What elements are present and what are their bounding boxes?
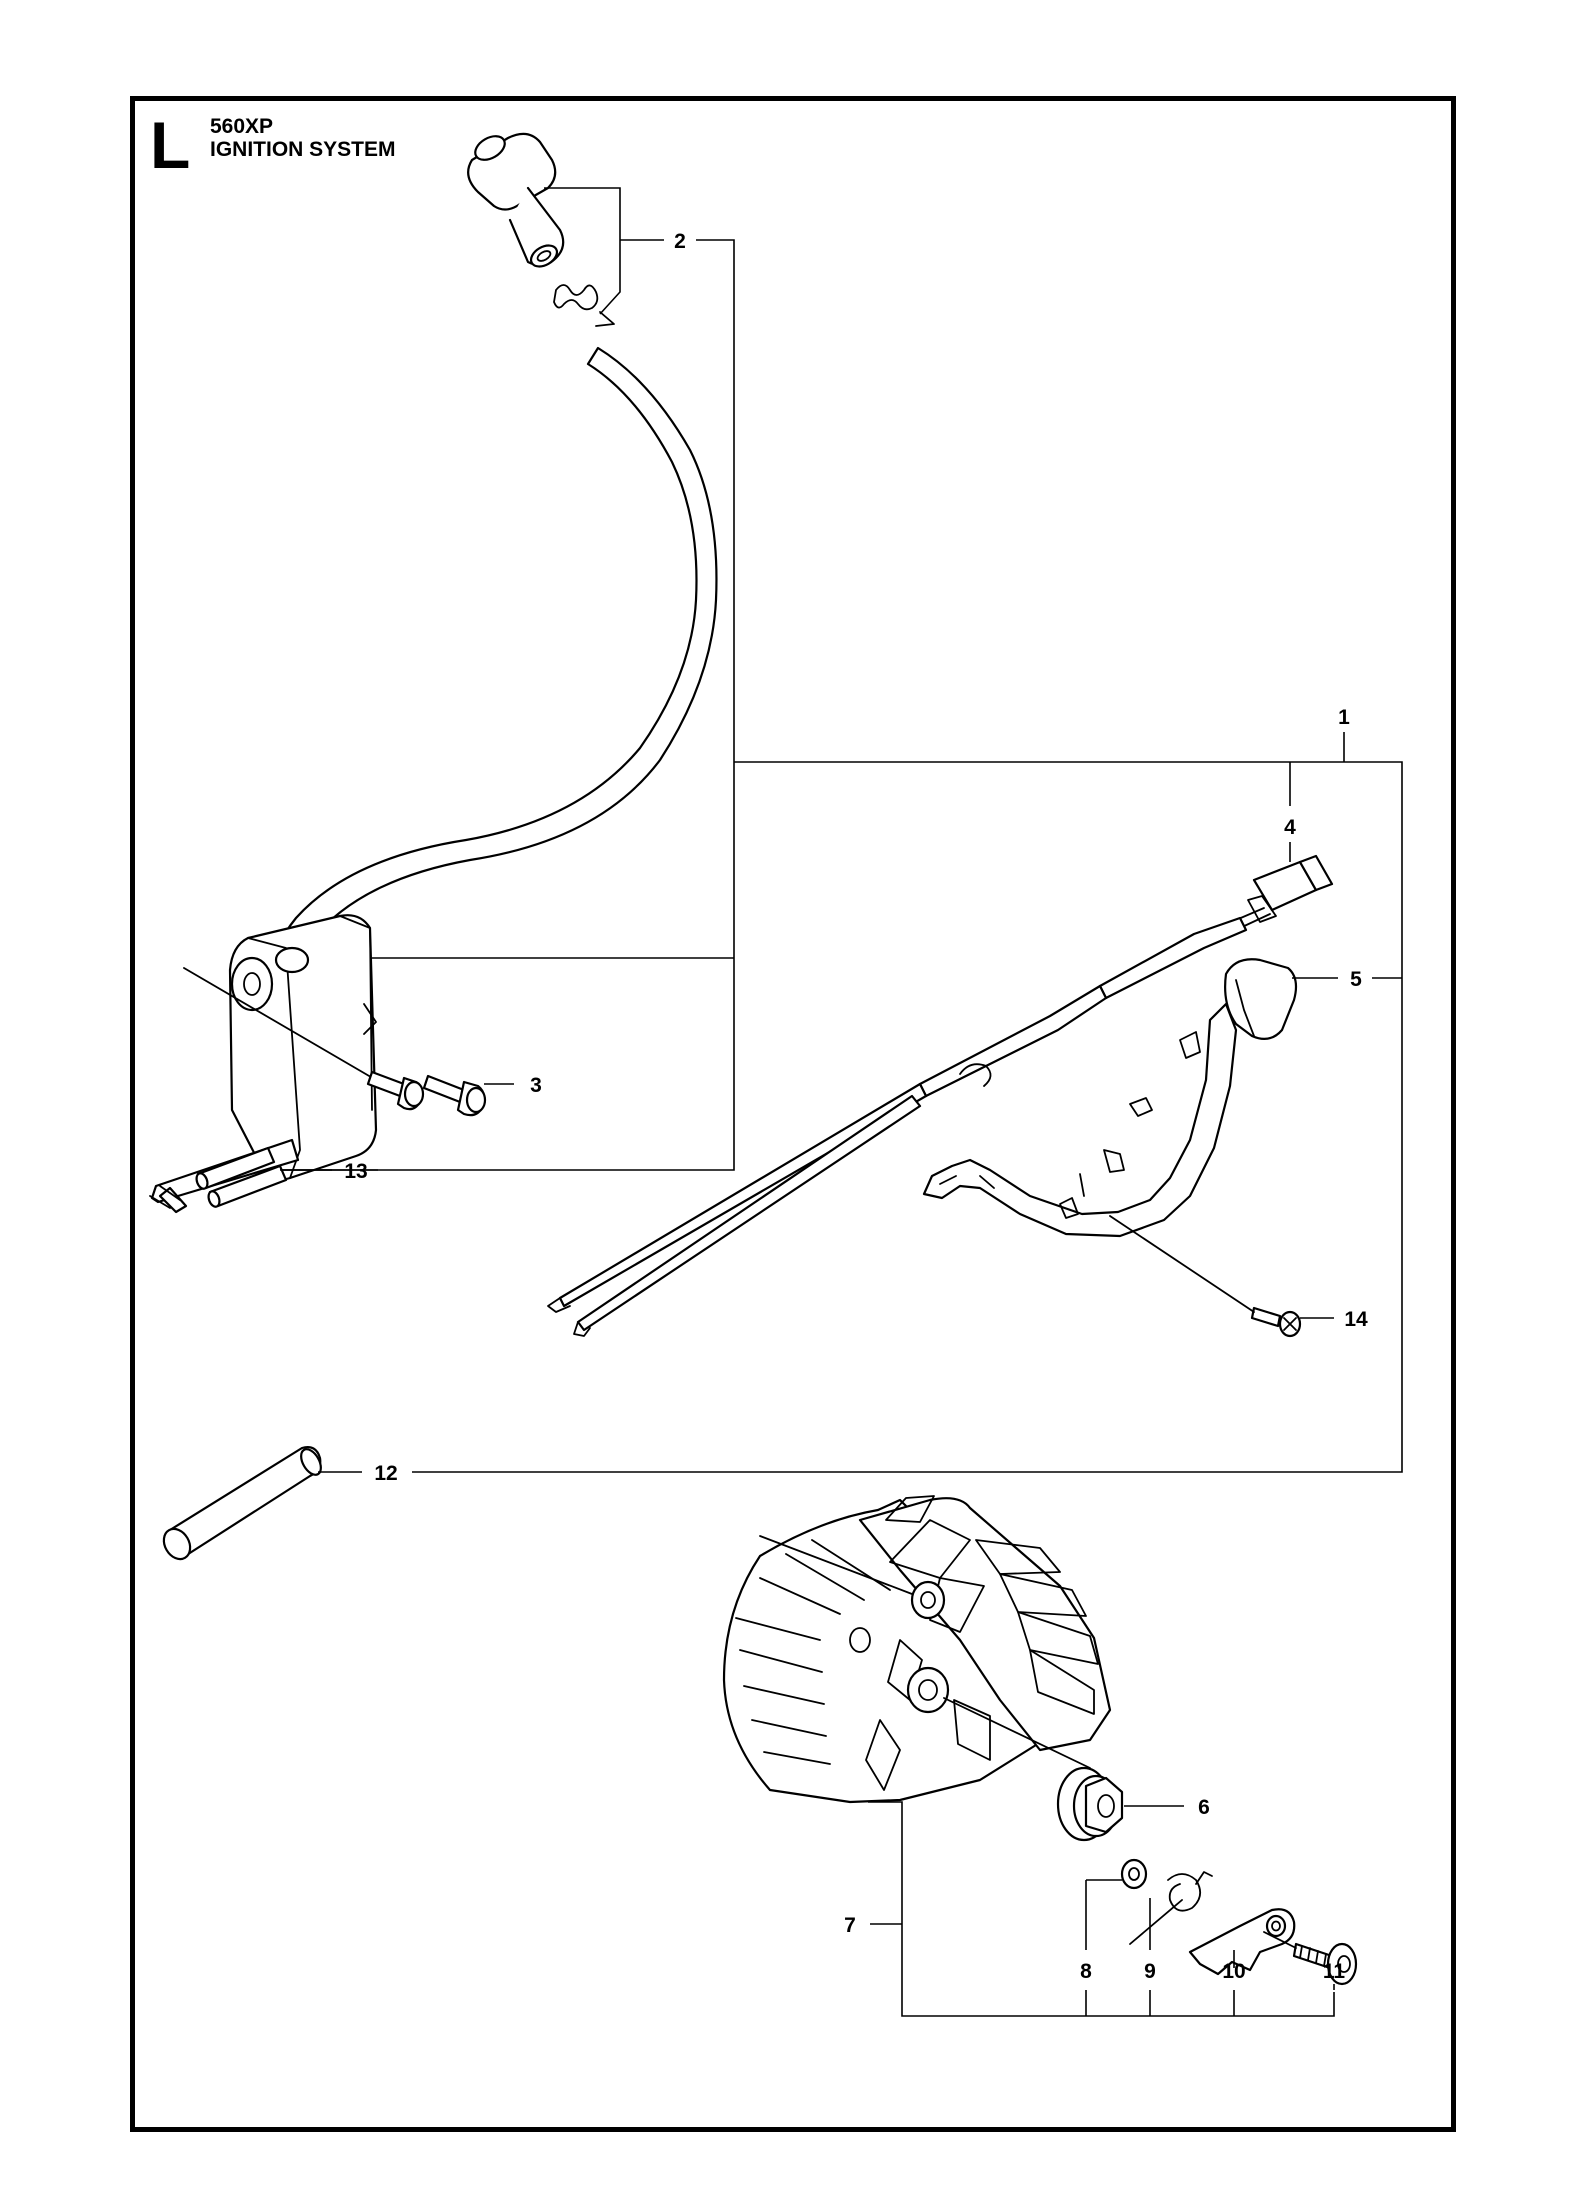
spark-plug-spring [553, 284, 615, 327]
ignition-ht-lead [271, 346, 718, 998]
callout-8: 8 [1080, 1960, 1092, 1983]
diagram-title: IGNITION SYSTEM [210, 138, 396, 161]
model-name: 560XP [210, 115, 274, 138]
insulation-sleeve [195, 1146, 288, 1208]
callout-11: 11 [1323, 1960, 1346, 1983]
pawl-spring [1129, 1871, 1213, 1945]
spark-plug-boot [467, 132, 565, 268]
section-letter: L [150, 108, 191, 182]
pawl-screw [1263, 1931, 1358, 1986]
callout-7: 7 [844, 1914, 856, 1937]
callout-5: 5 [1350, 968, 1362, 991]
washer [1120, 1858, 1148, 1890]
bracket-screw [1109, 1215, 1302, 1338]
module-screw [366, 1070, 425, 1111]
flywheel [722, 1495, 1112, 1804]
stop-switch-wire [922, 958, 1298, 1238]
callout-3: 3 [530, 1074, 542, 1097]
callout-14: 14 [1344, 1308, 1368, 1331]
callout-10: 10 [1222, 1960, 1245, 1983]
starter-pawl [1188, 1908, 1296, 1976]
callout-4: 4 [1284, 816, 1296, 839]
callout-2: 2 [674, 230, 686, 253]
callout-labels: 1 2 3 4 5 6 7 8 9 10 11 12 13 14 [344, 230, 1368, 1983]
diagram-frame [130, 96, 1456, 2132]
leader-lines [280, 187, 1403, 2017]
cable-harness [547, 854, 1334, 1337]
flywheel-nut [1056, 1766, 1124, 1842]
callout-12: 12 [374, 1462, 397, 1485]
module-screw [422, 1074, 487, 1117]
callout-1: 1 [1338, 706, 1350, 729]
plug-pin [162, 1446, 322, 1561]
callout-9: 9 [1144, 1960, 1156, 1983]
ignition-module [149, 914, 378, 1214]
callout-13: 13 [344, 1160, 367, 1183]
callout-6: 6 [1198, 1796, 1210, 1819]
